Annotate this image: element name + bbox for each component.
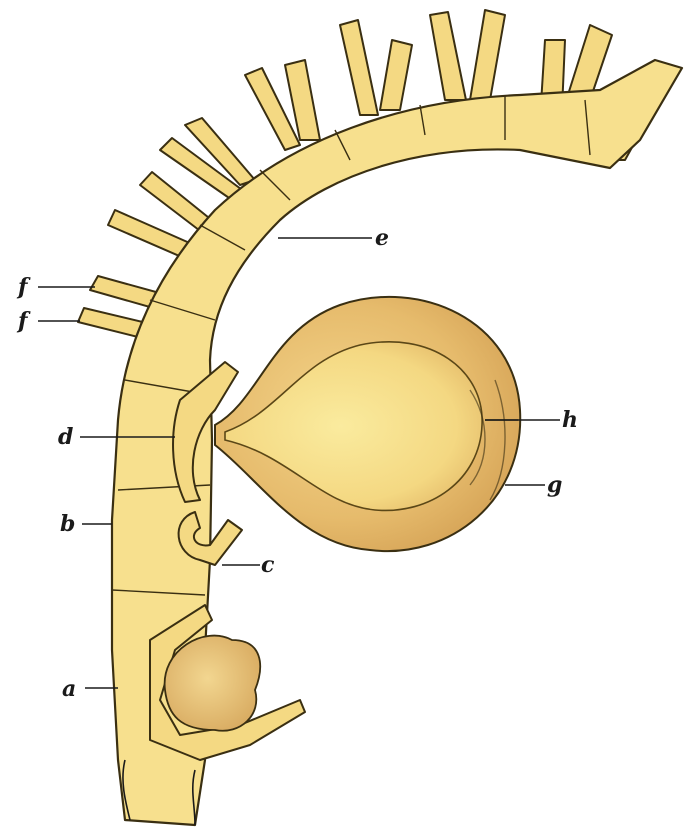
label-f2: f: [16, 308, 31, 334]
label-h: h: [562, 407, 578, 433]
gonophore-bud: [165, 636, 261, 731]
label-b: b: [60, 511, 75, 537]
label-g: g: [547, 472, 562, 498]
gonotheca: [215, 297, 520, 551]
branchlet-5: [430, 12, 466, 100]
label-a: a: [62, 676, 76, 702]
branchlet-4: [470, 10, 505, 100]
label-e: e: [375, 225, 389, 251]
label-c: c: [261, 552, 275, 578]
label-d: d: [58, 424, 73, 450]
branchlet-6: [380, 40, 412, 110]
label-f1: f: [16, 274, 31, 300]
branchlet-7: [340, 20, 378, 115]
